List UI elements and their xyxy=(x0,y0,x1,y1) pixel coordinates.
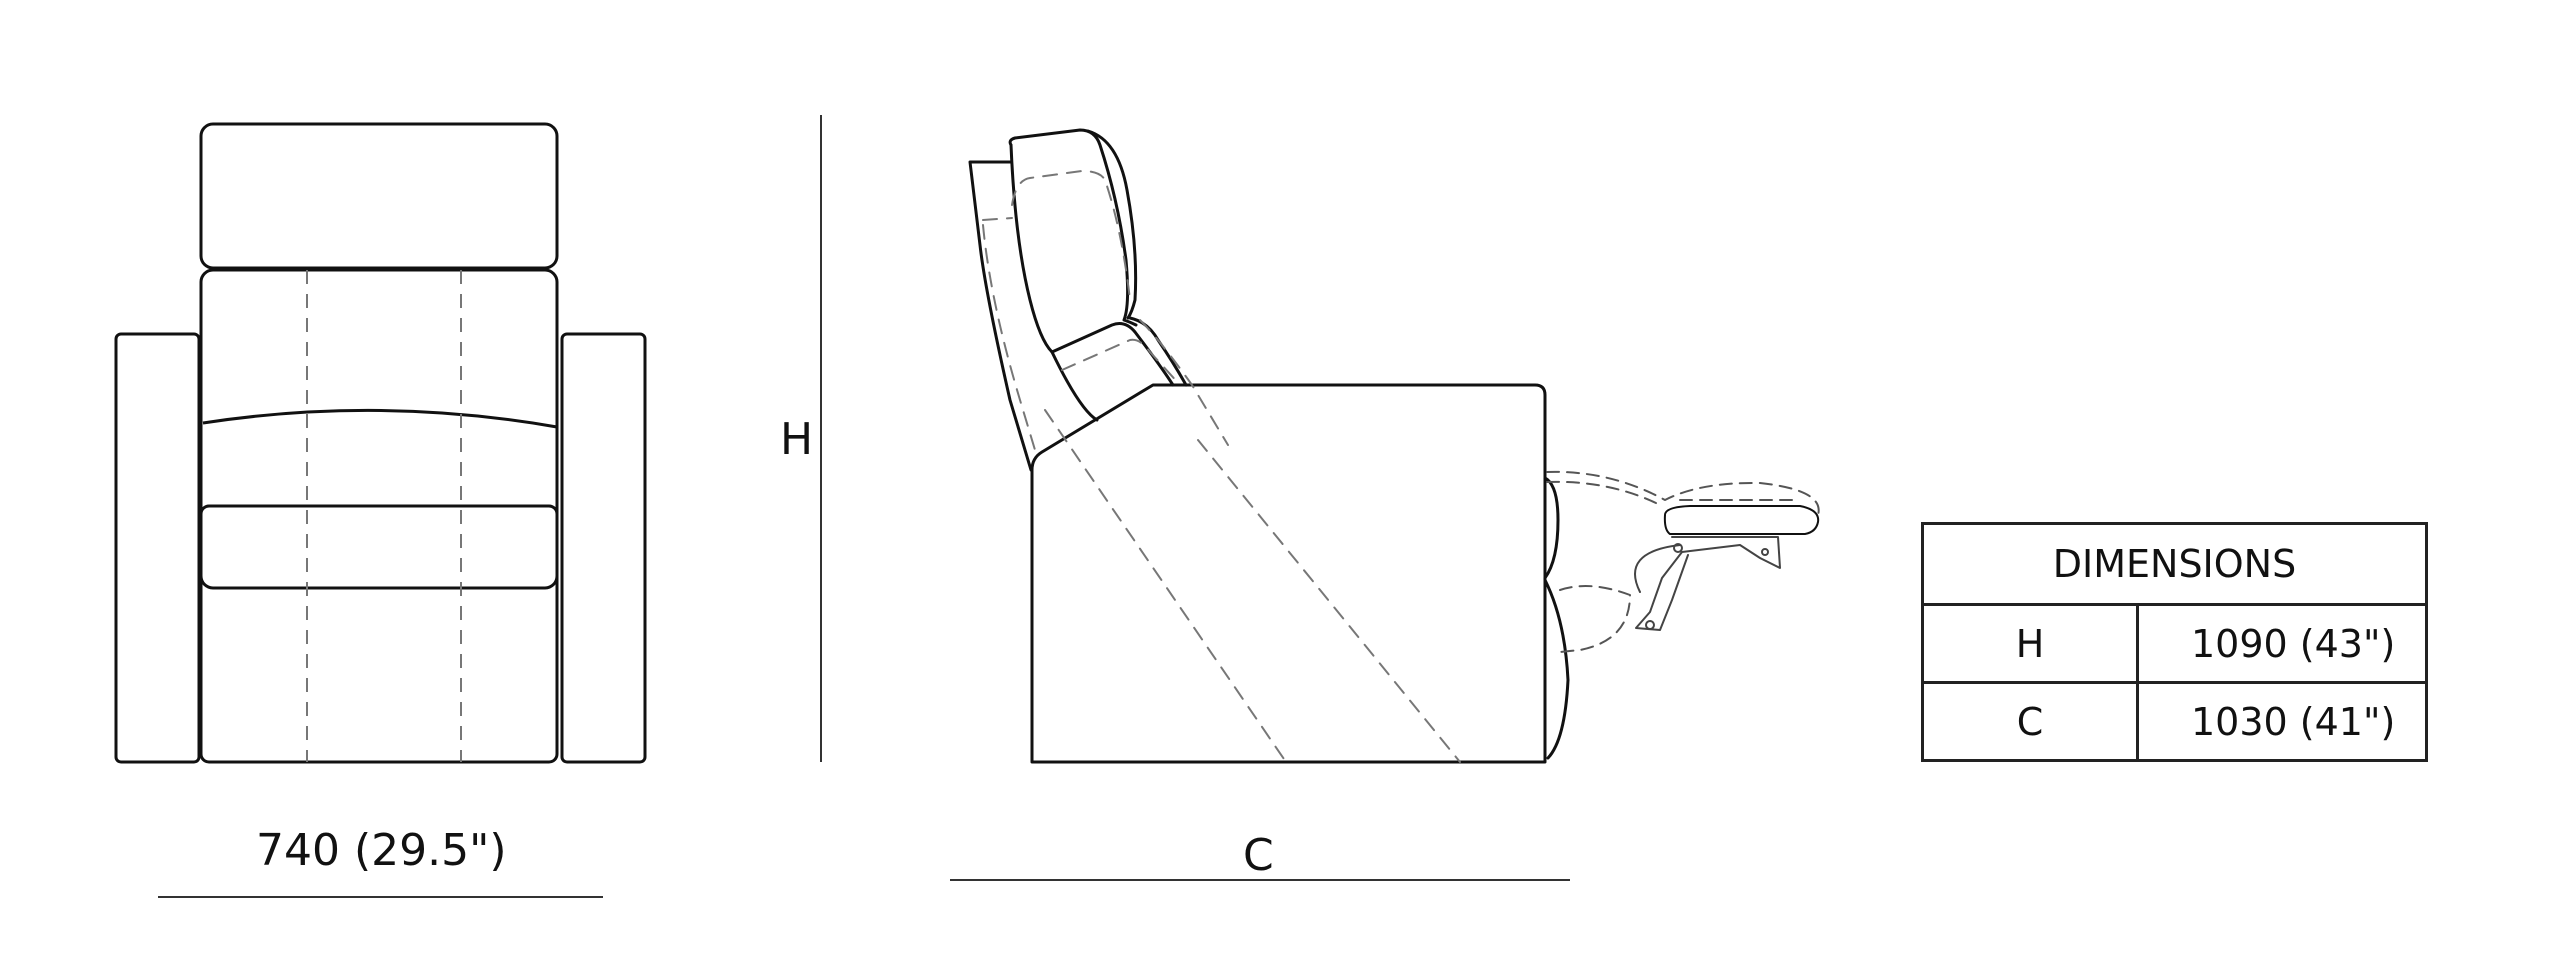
table-value-c: 1030 (41") xyxy=(2136,681,2428,762)
front-right-arm xyxy=(560,332,647,764)
front-seat-curve xyxy=(202,408,558,429)
side-back-cushion-front xyxy=(1050,350,1099,422)
dimensions-table: DIMENSIONS H 1090 (43") C 1030 (41") xyxy=(1921,522,2428,762)
side-view xyxy=(968,128,1820,764)
table-title: DIMENSIONS xyxy=(1921,522,2428,606)
table-value-h: 1090 (43") xyxy=(2136,603,2428,684)
side-back-panel xyxy=(968,160,1033,472)
side-body xyxy=(1030,383,1547,764)
side-headrest-inner xyxy=(1009,143,1054,354)
table-key-h: H xyxy=(1921,603,2139,684)
front-left-arm xyxy=(114,332,201,764)
front-backrest xyxy=(199,268,559,590)
width-label: 740 (29.5") xyxy=(256,825,507,876)
table-header-row: DIMENSIONS xyxy=(1921,522,2428,606)
table-key-c: C xyxy=(1921,681,2139,762)
table-row: C 1030 (41") xyxy=(1921,681,2428,762)
front-view xyxy=(114,122,647,764)
front-seat xyxy=(199,504,559,764)
depth-label: C xyxy=(1243,830,1274,881)
front-headrest xyxy=(199,122,559,270)
footrest-mechanism xyxy=(1634,536,1781,631)
table-row: H 1090 (43") xyxy=(1921,603,2428,684)
height-label: H xyxy=(780,414,814,465)
side-footrest-cushion xyxy=(1663,505,1820,535)
side-front-curve-lower xyxy=(1543,578,1570,760)
side-headrest xyxy=(1008,128,1138,327)
side-headrest-outer xyxy=(1086,129,1138,320)
side-back-cushion-outer xyxy=(1128,316,1188,387)
side-back-cushion xyxy=(1050,322,1175,387)
side-front-curve-upper xyxy=(1543,476,1560,580)
